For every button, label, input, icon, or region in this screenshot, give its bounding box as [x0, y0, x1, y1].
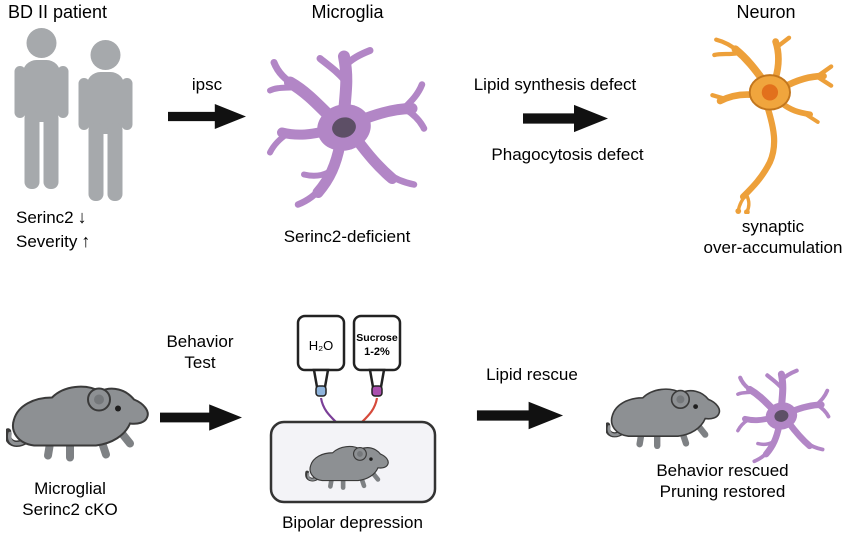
microglia-title: Microglia [311, 2, 384, 22]
rescued-mouse-icon [606, 380, 726, 454]
cko-caption: Microglial Serinc2 cKO [0, 478, 140, 521]
sucrose-drip-line [359, 397, 379, 425]
ipsc-label: ipsc [191, 75, 223, 94]
water-bottle-label: H₂O [309, 338, 334, 353]
patient-title: BD II patient [8, 2, 108, 22]
severity-status: Severity ↑ [16, 230, 90, 253]
cage-caption: Bipolar depression [282, 513, 423, 532]
cko-caption-line2: Serinc2 cKO [22, 500, 118, 520]
person-icon [14, 28, 69, 189]
defect-arrow-icon [523, 104, 608, 133]
sucrose-bottle-label-line1: Sucrose [356, 332, 398, 344]
neuron-caption-line1: synaptic [741, 217, 805, 236]
serinc2-status: Serinc2 ↓ [16, 206, 87, 229]
lipid-defect-label: Lipid synthesis defect [473, 75, 637, 94]
water-bottle-icon: H₂O [296, 314, 346, 397]
phagocytosis-defect-label: Phagocytosis defect [491, 145, 644, 164]
microglia-caption: Serinc2-deficient [283, 227, 411, 246]
serinc2-label: Serinc2 [16, 207, 74, 227]
microglia-icon [260, 30, 430, 215]
neuron-title: Neuron [736, 2, 796, 22]
result-caption-line2: Pruning restored [659, 482, 786, 502]
neuron-caption-line2: over-accumulation [703, 238, 843, 258]
result-caption: Behavior rescued Pruning restored [610, 460, 835, 503]
rescue-arrow-icon [476, 401, 564, 430]
sucrose-bottle-icon: Sucrose 1-2% [352, 314, 402, 397]
neuron-icon [710, 35, 834, 214]
rescued-microglia-icon [732, 360, 832, 466]
behavior-label-line2: Test [184, 353, 216, 373]
severity-label: Severity [16, 231, 78, 251]
rescue-label: Lipid rescue [486, 365, 578, 384]
behavior-test-apparatus: H₂O Sucrose 1-2% [269, 314, 437, 504]
up-arrow-glyph: ↑ [81, 231, 91, 251]
behavior-label-line1: Behavior [166, 332, 234, 351]
cko-mouse-icon [6, 374, 156, 469]
sucrose-bottle-label-line2: 1-2% [364, 346, 390, 358]
neuron-caption: synaptic over-accumulation [682, 216, 864, 259]
behavior-arrow-icon [160, 404, 242, 431]
ipsc-arrow-icon [168, 104, 246, 129]
result-caption-line1: Behavior rescued [656, 461, 789, 480]
water-drip-line [319, 397, 339, 425]
down-arrow-glyph: ↓ [77, 207, 87, 227]
person-icon [78, 40, 133, 201]
behavior-test-label: Behavior Test [150, 331, 250, 374]
cko-caption-line1: Microglial [34, 479, 106, 498]
patient-icons [14, 28, 133, 201]
